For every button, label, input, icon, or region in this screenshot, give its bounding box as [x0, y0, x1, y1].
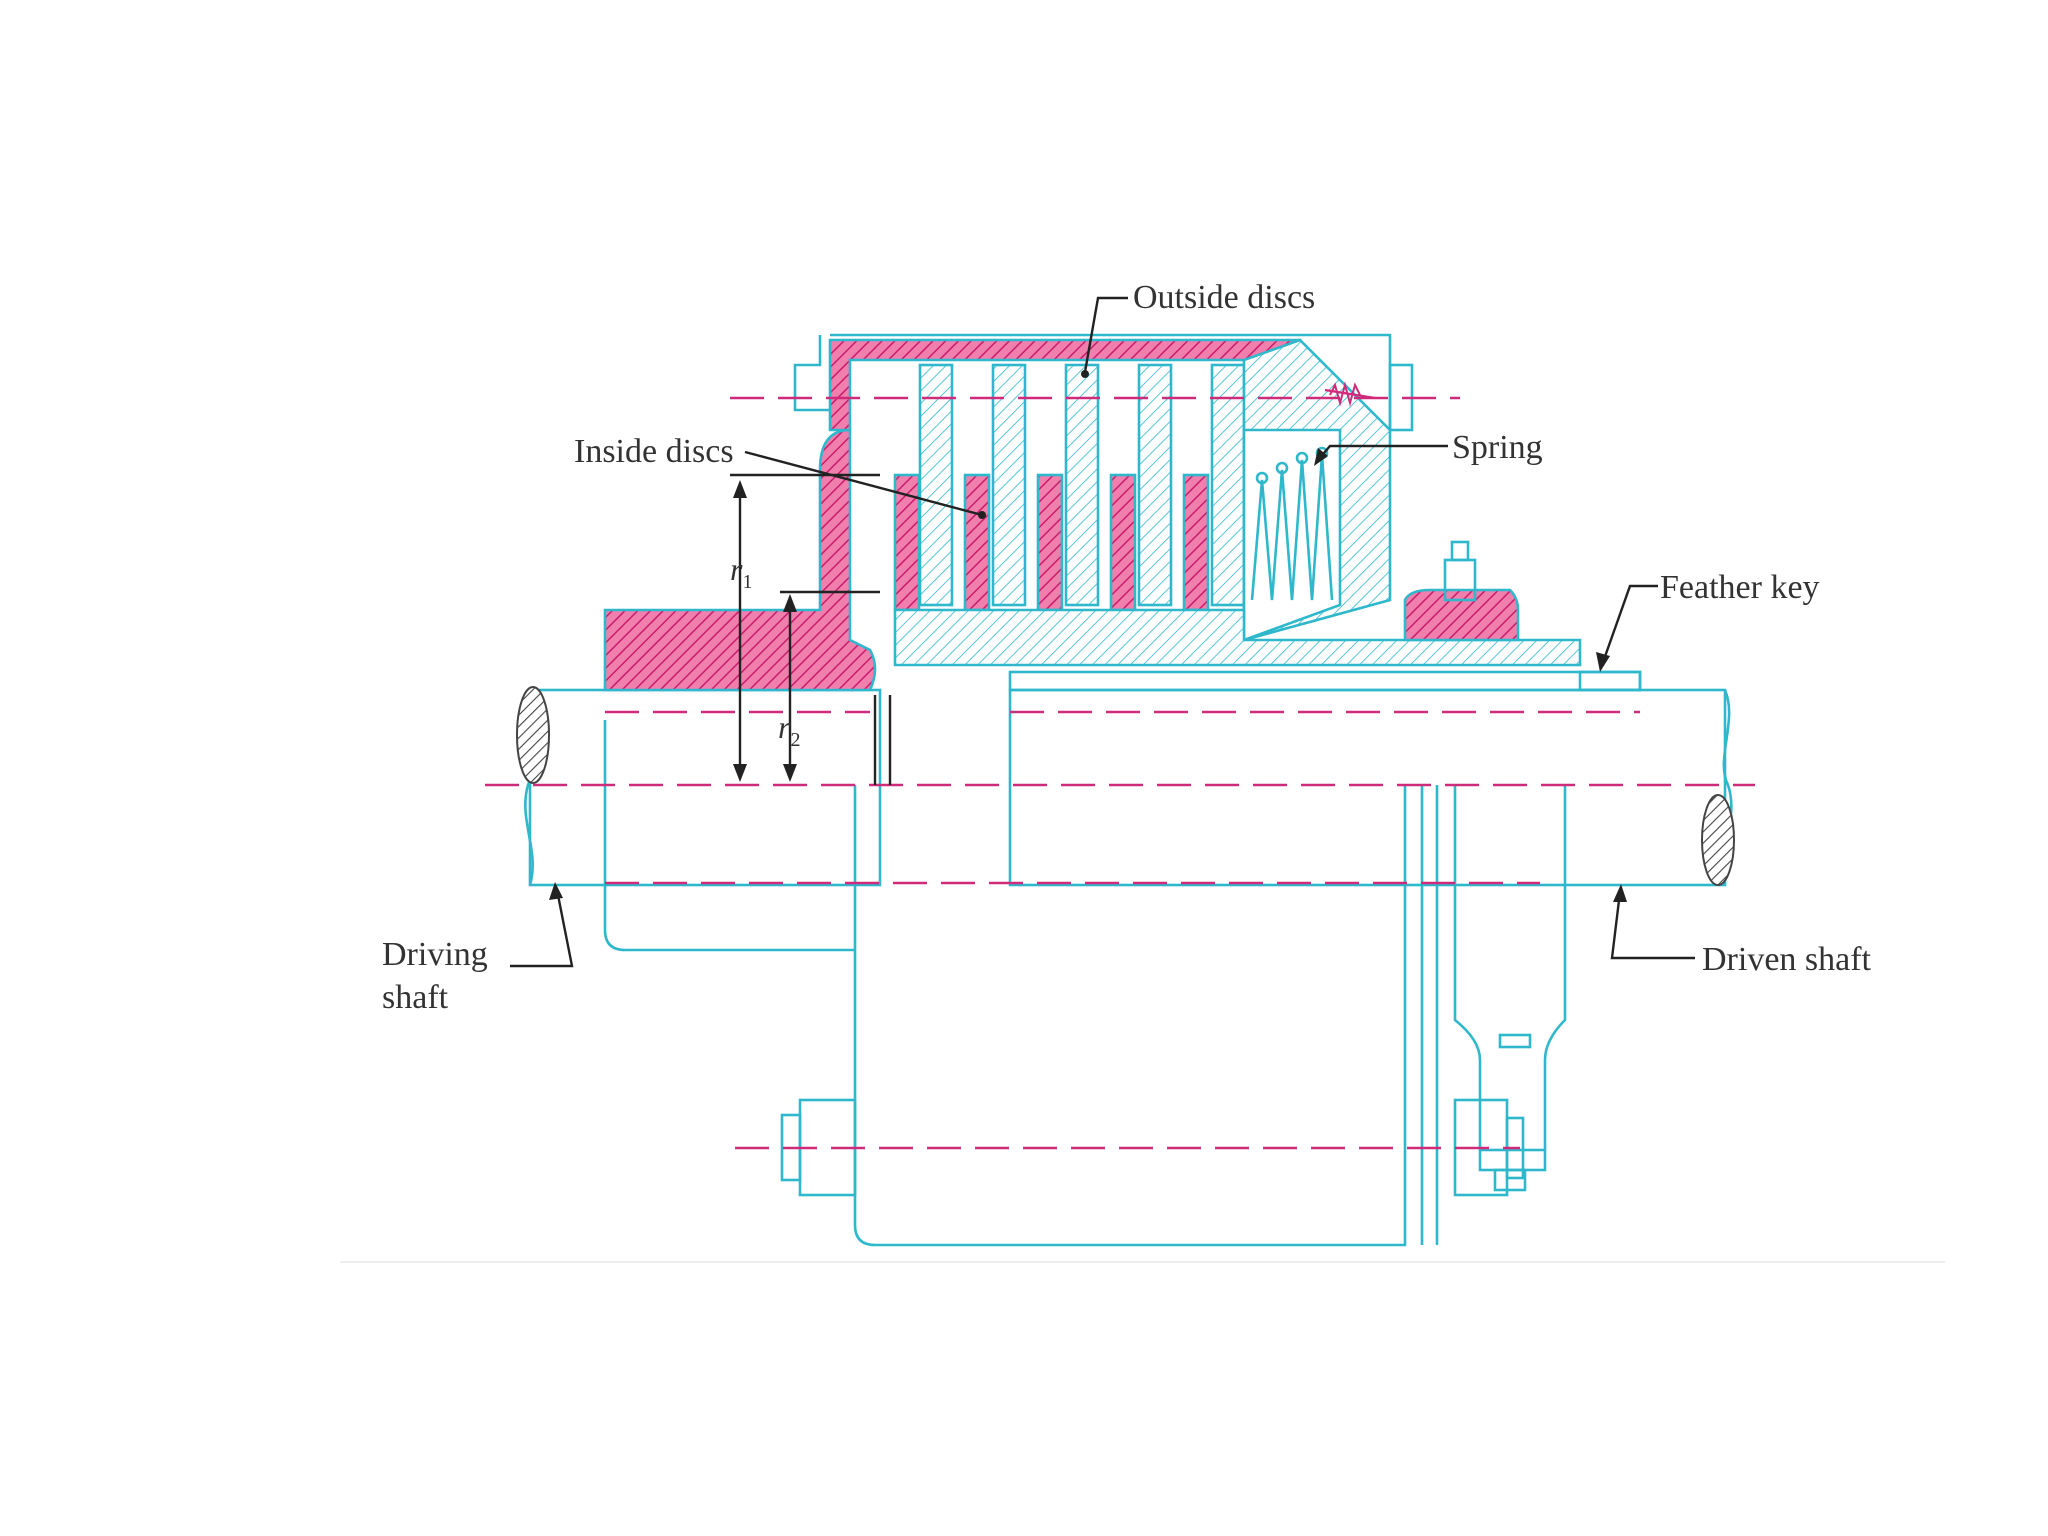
bolt-top	[1324, 381, 1376, 407]
driving-hub-section	[603, 333, 1414, 692]
label-feather-key: Feather key	[1660, 569, 1820, 606]
leader-spring	[1314, 444, 1448, 466]
radius-r2-dimension	[780, 590, 892, 785]
leader-driving-shaft	[510, 882, 574, 968]
feather-key	[1008, 670, 1642, 692]
label-driving-shaft-line1: Driving	[382, 936, 488, 973]
pressure-plate-and-spring-housing	[1242, 338, 1392, 642]
label-inside-discs: Inside discs	[574, 433, 734, 470]
r2-symbol: r2	[778, 709, 800, 751]
leader-inside-discs	[744, 450, 986, 519]
center-lines	[485, 396, 1755, 1150]
leader-driven-shaft	[1610, 884, 1695, 960]
label-spring: Spring	[1452, 429, 1543, 466]
label-driven-shaft: Driven shaft	[1702, 941, 1872, 978]
inside-discs-section	[893, 473, 1210, 612]
label-driving-shaft-line2: shaft	[382, 979, 449, 1016]
r1-symbol: r1	[730, 551, 752, 593]
radius-r1-dimension	[730, 473, 880, 782]
driven-shaft	[1008, 688, 1735, 887]
leader-outside-discs	[1081, 296, 1128, 378]
leader-feather-key	[1596, 584, 1658, 672]
clutch-lower-body	[603, 720, 1567, 1247]
label-outside-discs: Outside discs	[1133, 279, 1315, 316]
driven-sleeve-section	[893, 540, 1582, 667]
